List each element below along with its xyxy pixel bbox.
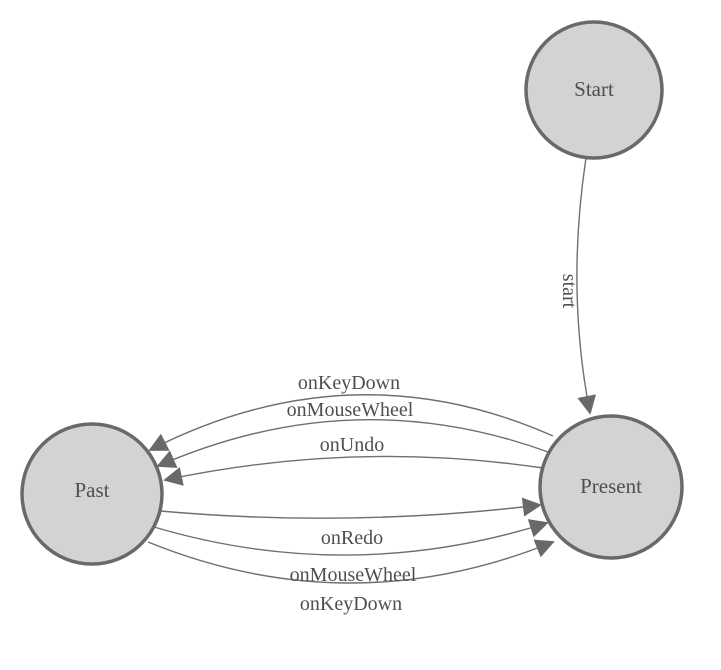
edge-label-onmousewheel-top: onMouseWheel <box>287 399 414 421</box>
edge-label-onkeydown-top: onKeyDown <box>298 372 400 394</box>
node-past-label: Past <box>74 478 109 502</box>
node-start: Start <box>524 20 664 160</box>
node-present-circle <box>538 414 684 560</box>
edge-past-to-present-onmousewheel <box>153 519 549 556</box>
node-present: Present <box>538 414 684 560</box>
edge-start-to-present <box>576 157 597 415</box>
edge-label-onkeydown-bottom: onKeyDown <box>300 593 402 615</box>
edge-present-to-past-onkeydown <box>148 394 554 451</box>
node-past: Past <box>20 422 164 566</box>
edge-present-to-past-onmousewheel <box>156 419 549 468</box>
edge-present-to-past-onundo <box>163 455 544 486</box>
node-present-label: Present <box>580 474 642 498</box>
edge-past-to-present-onredo <box>159 497 542 519</box>
edge-label-start: start <box>558 274 580 309</box>
node-start-circle <box>524 20 664 160</box>
edge-label-onredo: onRedo <box>321 527 383 549</box>
edge-past-to-present-onkeydown <box>147 539 555 584</box>
edge-label-onundo: onUndo <box>320 434 384 456</box>
node-start-label: Start <box>574 77 614 101</box>
edge-label-onmousewheel-bottom: onMouseWheel <box>290 564 417 586</box>
node-past-circle <box>20 422 164 566</box>
